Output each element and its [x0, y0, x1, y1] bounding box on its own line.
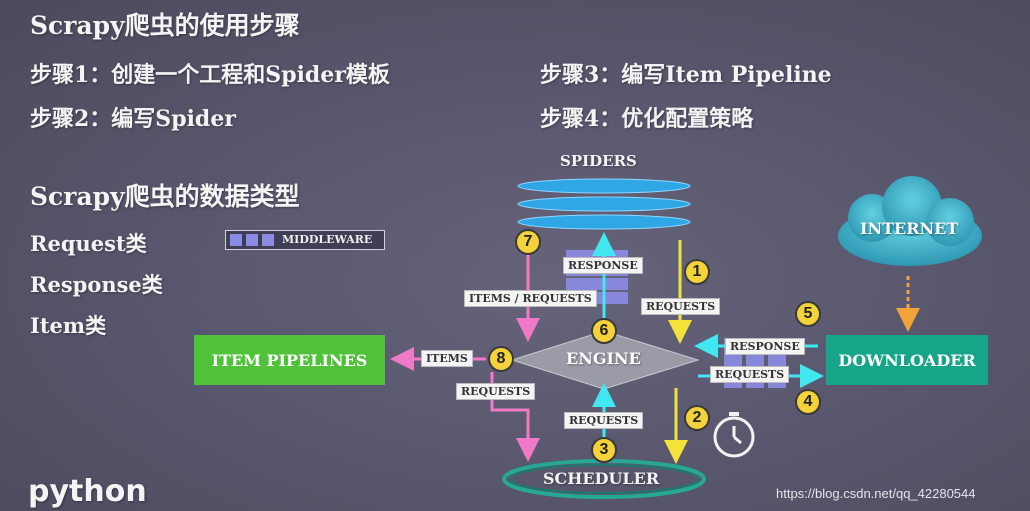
label-response-top: RESPONSE [563, 257, 643, 274]
step-badge-3: 3 [591, 437, 617, 463]
scheduler-label: SCHEDULER [543, 469, 660, 488]
middleware-swatch [262, 234, 274, 246]
label-requests-right: REQUESTS [710, 366, 790, 383]
internet-label: INTERNET [860, 219, 959, 238]
step-badge-5: 5 [795, 301, 821, 327]
middleware-swatch [230, 234, 242, 246]
step-badge-8: 8 [488, 346, 514, 372]
middleware-legend: MIDDLEWARE [225, 230, 385, 250]
step-badge-7: 7 [515, 229, 541, 255]
spiders-label: SPIDERS [560, 152, 637, 170]
engine-label: ENGINE [566, 349, 641, 368]
python-logo: python [28, 474, 147, 509]
downloader-box: DOWNLOADER [826, 335, 988, 385]
engine-shape [510, 330, 700, 390]
step-3: 步骤3：编写Item Pipeline [540, 62, 832, 88]
datatype-item: Item类 [30, 313, 107, 338]
datatypes-title: Scrapy爬虫的数据类型 [30, 182, 300, 211]
label-response-right: RESPONSE [725, 338, 805, 355]
watermark-url: https://blog.csdn.net/qq_42280544 [776, 486, 976, 501]
label-requests-left: REQUESTS [456, 383, 536, 400]
middleware-label: MIDDLEWARE [282, 233, 373, 246]
label-items-left: ITEMS [421, 350, 473, 367]
internet-cloud [838, 176, 982, 266]
step-badge-6: 6 [591, 318, 617, 344]
step-1: 步骤1：创建一个工程和Spider模板 [30, 62, 390, 88]
label-requests-bottom: REQUESTS [564, 412, 644, 429]
item-pipelines-box: ITEM PIPELINES [194, 335, 385, 385]
page-title: Scrapy爬虫的使用步骤 [30, 11, 300, 40]
spiders-stack [517, 178, 691, 230]
step-4: 步骤4：优化配置策略 [540, 106, 754, 132]
step-badge-4: 4 [795, 389, 821, 415]
label-items-requests: ITEMS / REQUESTS [464, 290, 597, 307]
step-2: 步骤2：编写Spider [30, 106, 236, 132]
middleware-swatch [246, 234, 258, 246]
datatype-request: Request类 [30, 231, 147, 256]
step-badge-1: 1 [684, 259, 710, 285]
datatype-response: Response类 [30, 272, 163, 297]
step-badge-2: 2 [684, 405, 710, 431]
clock-icon [713, 412, 755, 458]
label-requests-top: REQUESTS [641, 298, 721, 315]
